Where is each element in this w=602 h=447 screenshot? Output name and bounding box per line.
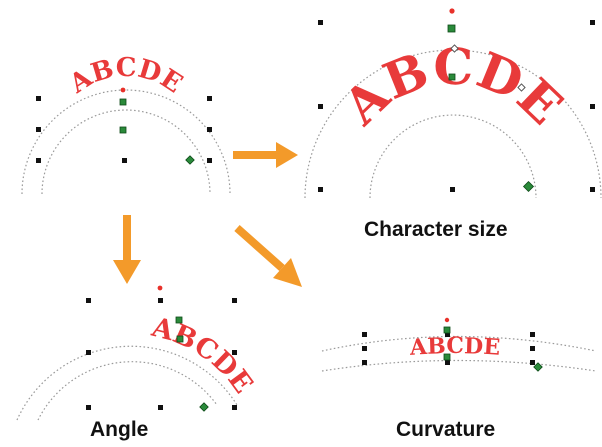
- curved-text-character-size[interactable]: ABCDE: [331, 37, 574, 137]
- selection-handle[interactable]: [207, 127, 212, 132]
- curved-text-angle-content: ABCDE: [148, 312, 259, 400]
- start-node[interactable]: [448, 25, 455, 32]
- start-node[interactable]: [177, 336, 183, 342]
- inner-guide-arc: [370, 115, 536, 198]
- end-node[interactable]: [200, 403, 208, 411]
- arrow-head: [113, 260, 141, 284]
- end-node[interactable]: [186, 156, 194, 164]
- selection-handle[interactable]: [318, 187, 323, 192]
- selection-handle[interactable]: [590, 20, 595, 25]
- selection-handle[interactable]: [232, 405, 237, 410]
- selection-handle[interactable]: [232, 350, 237, 355]
- panel-curvature: ABCDE: [322, 318, 596, 371]
- selection-handle[interactable]: [590, 187, 595, 192]
- selection-handle[interactable]: [36, 127, 41, 132]
- selection-handle[interactable]: [590, 104, 595, 109]
- selection-handle[interactable]: [318, 104, 323, 109]
- selection-handle[interactable]: [530, 346, 535, 351]
- rotation-point[interactable]: [121, 88, 126, 93]
- selection-handle[interactable]: [207, 158, 212, 163]
- curved-text-curvature[interactable]: ABCDE: [408, 333, 501, 361]
- outer-guide-arc: [22, 90, 230, 194]
- panel-character-size: ABCDE: [305, 8, 601, 198]
- start-node[interactable]: [444, 327, 450, 333]
- rotation-point[interactable]: [158, 286, 163, 291]
- caption-angle: Angle: [90, 418, 148, 442]
- selection-handle[interactable]: [450, 187, 455, 192]
- inner-guide-arc: [38, 362, 217, 420]
- selection-handle[interactable]: [86, 350, 91, 355]
- start-node[interactable]: [444, 354, 450, 360]
- curved-text-angle[interactable]: ABCDE: [148, 312, 259, 400]
- arrow-to-angle: [113, 215, 141, 284]
- curved-text-character-size-content: ABCDE: [331, 37, 574, 137]
- selection-handle[interactable]: [318, 20, 323, 25]
- selection-handle[interactable]: [86, 405, 91, 410]
- selection-handle[interactable]: [158, 405, 163, 410]
- caption-character-size: Character size: [364, 218, 508, 242]
- curved-text-original[interactable]: ABCDE: [64, 53, 188, 100]
- arrow-to-character-size: [233, 142, 298, 168]
- start-node[interactable]: [449, 74, 455, 80]
- arrow-shaft: [237, 228, 282, 268]
- selection-handle[interactable]: [36, 96, 41, 101]
- panel-original: ABCDE: [22, 53, 230, 194]
- selection-handle[interactable]: [207, 96, 212, 101]
- rotation-point[interactable]: [445, 318, 449, 322]
- start-node[interactable]: [120, 127, 126, 133]
- arrow-head: [276, 142, 298, 168]
- selection-handle[interactable]: [445, 360, 450, 365]
- arrow-to-curvature: [237, 228, 302, 287]
- rotation-point[interactable]: [449, 8, 454, 13]
- start-node[interactable]: [120, 99, 126, 105]
- inner-guide-arc: [42, 110, 210, 194]
- selection-handle[interactable]: [362, 360, 367, 365]
- caption-curvature: Curvature: [396, 418, 495, 442]
- selection-handle[interactable]: [530, 360, 535, 365]
- selection-handle[interactable]: [362, 332, 367, 337]
- selection-handle[interactable]: [86, 298, 91, 303]
- selection-handle[interactable]: [232, 298, 237, 303]
- panel-angle: ABCDE: [17, 286, 259, 420]
- curved-text-curvature-content: ABCDE: [408, 333, 501, 361]
- selection-handle[interactable]: [362, 346, 367, 351]
- end-node[interactable]: [524, 182, 534, 192]
- end-node[interactable]: [534, 363, 542, 371]
- selection-handle[interactable]: [36, 158, 41, 163]
- selection-handle[interactable]: [158, 298, 163, 303]
- curved-text-original-content: ABCDE: [64, 53, 188, 100]
- selection-handle[interactable]: [122, 158, 127, 163]
- start-node[interactable]: [176, 317, 182, 323]
- selection-handle[interactable]: [530, 332, 535, 337]
